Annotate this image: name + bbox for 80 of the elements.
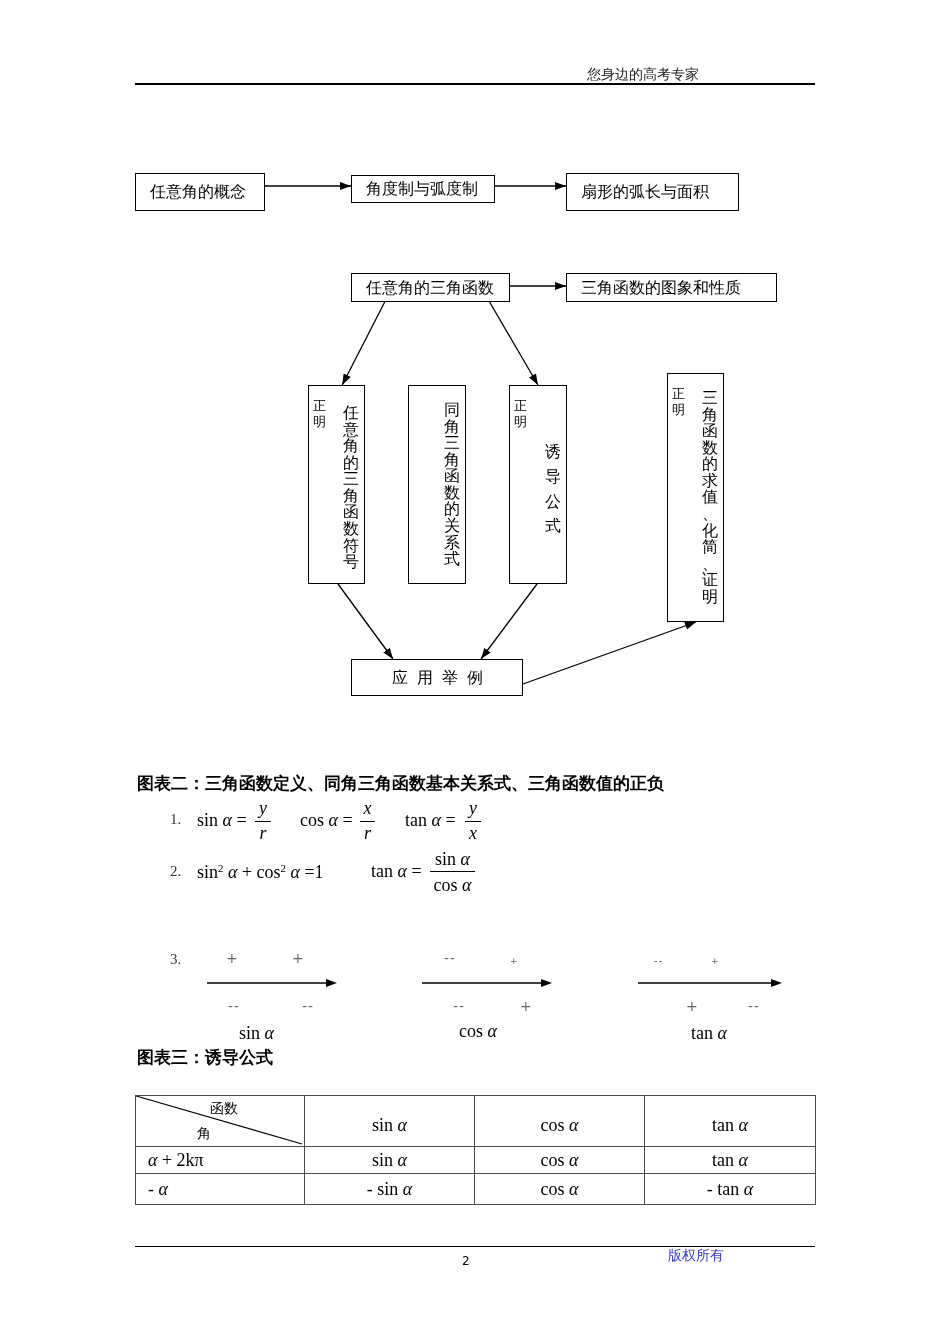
sign-mark: -- [453,998,466,1015]
value-cell: - tan α [644,1173,816,1205]
section-heading: 图表三：诱导公式 [137,1048,273,1068]
arrow [480,583,538,660]
sign-mark: + [520,998,533,1015]
sign-mark: + [686,998,699,1015]
sign-mark: -- [444,950,457,967]
process-box [566,173,739,211]
value-cell: - sin α [304,1173,475,1205]
vertical-label: 三角函数的求值、化简、证明 [702,390,718,606]
margin-note: 正明 [514,398,527,430]
formula-text: tan α = [405,810,456,831]
fraction-numerator: y [256,798,268,819]
function-header-cell: cos α [474,1095,645,1147]
vertical-text-box [667,373,724,622]
process-box [135,173,265,211]
function-label: sin α [239,1023,274,1044]
node-label: 任意角的概念 [150,182,246,202]
sign-mark: + [226,950,239,967]
sign-mark: -- [748,998,761,1015]
fraction-numerator: y [466,798,478,819]
item-number: 3. [170,951,182,969]
vertical-label: 诱导公式 [545,442,561,537]
vertical-label: 同角三角函数的关系式 [444,402,460,568]
arrow [337,583,394,660]
node-label: 扇形的弧长与面积 [581,182,709,202]
vertical-text-box [509,385,567,584]
process-box [351,273,510,302]
process-box [351,659,523,696]
arrow [509,282,567,290]
fraction-numerator: x [362,798,373,819]
value-cell: tan α [644,1146,816,1174]
node-label: 应 用 举 例 [391,667,483,688]
sign-mark: -- [654,955,664,967]
angle-cell: - α [135,1173,305,1205]
row-header-label: 角 [197,1126,211,1142]
value-cell: cos α [474,1146,645,1174]
page-number: 2 [462,1255,470,1269]
vertical-text-box [308,385,365,584]
copyright-notice: 版权所有 [668,1248,724,1265]
header-slogan: 您身边的高考专家 [587,67,699,84]
angle-cell: α + 2kπ [135,1146,305,1174]
item-number: 1. [170,811,182,829]
arrow [264,182,352,190]
function-header-cell: tan α [644,1095,816,1147]
fraction-denominator: r [363,823,372,844]
arrow [488,301,539,386]
sign-mark: + [510,956,519,967]
sign-mark: -- [228,998,241,1015]
function-label: cos α [459,1021,497,1042]
value-cell: sin α [304,1146,475,1174]
arrow [494,182,567,190]
margin-note: 正明 [672,386,685,418]
sign-mark: -- [302,998,315,1015]
vertical-text-box [408,385,466,584]
node-label: 三角函数的图象和性质 [581,277,741,298]
formula-text: sin$^{2}$ α + cos$^{2}$ α =1 [197,862,324,883]
column-header-label: 函数 [210,1101,238,1117]
node-label: 任意角的三角函数 [366,277,494,298]
arrow [522,621,697,685]
margin-note: 正明 [313,398,326,430]
section-heading: 图表二：三角函数定义、同角三角函数基本关系式、三角函数值的正负 [137,774,664,794]
arrow [341,301,386,386]
function-header-cell: sin α [304,1095,475,1147]
process-box [351,175,495,203]
process-box [566,273,777,302]
node-label: 角度制与弧度制 [366,179,478,199]
item-number: 2. [170,863,182,881]
function-label: tan α [691,1023,727,1044]
fraction-denominator: cos α [432,875,473,896]
vertical-label: 任意角的三角函数符号 [343,405,359,571]
fraction-denominator: r [258,823,268,844]
formula-text: cos α = [300,810,353,831]
value-cell: cos α [474,1173,645,1205]
sign-mark: + [711,956,720,967]
formula-text: tan α = [371,861,422,882]
fraction-denominator: x [468,823,478,844]
fraction-numerator: sin α [434,849,471,870]
formula-text: sin α = [197,810,247,831]
sign-mark: + [292,950,305,967]
